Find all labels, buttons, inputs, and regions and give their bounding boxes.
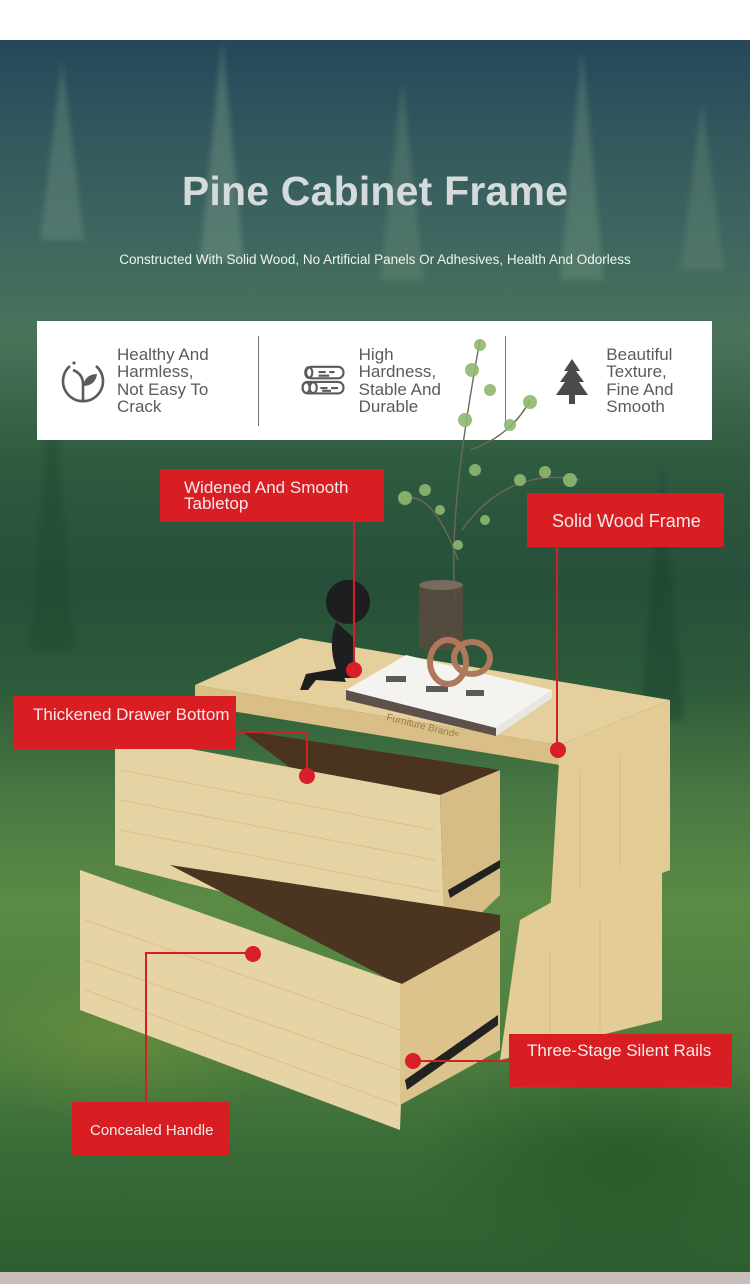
hotspot-drawer-bottom[interactable] (299, 768, 315, 784)
page-title: Pine Cabinet Frame (181, 168, 569, 214)
vase-decoration (419, 580, 463, 650)
feature-label: Healthy And Harmless, Not Easy To Crack (117, 344, 209, 416)
leader-line (306, 731, 308, 771)
callout-rails: Three-Stage Silent Rails (509, 1034, 732, 1087)
feature-bar: Healthy And Harmless, Not Easy To Crack … (37, 321, 712, 440)
hotspot-tabletop[interactable] (346, 662, 362, 678)
plant-decoration (398, 339, 581, 601)
books-decoration: Furniture Brands (346, 655, 552, 736)
sprout-icon (59, 355, 107, 407)
leader-line (145, 952, 147, 1102)
feature-hardness: High Hardness, Stable And Durable (259, 321, 506, 440)
top-margin (0, 0, 750, 40)
knot-sculpture (427, 637, 493, 687)
hotspot-rails[interactable] (405, 1053, 421, 1069)
leader-line (556, 547, 558, 747)
callout-handle: Concealed Handle (72, 1102, 230, 1155)
leader-line (145, 952, 251, 954)
hotspot-handle[interactable] (245, 946, 261, 962)
bottom-margin (0, 1272, 750, 1284)
callout-label: Widened And Smooth Tabletop (184, 478, 349, 513)
callout-frame: Solid Wood Frame (527, 493, 724, 547)
callout-label: Solid Wood Frame (552, 511, 701, 531)
feature-label: Beautiful Texture, Fine And Smooth (606, 344, 674, 416)
callout-label: Concealed Handle (90, 1122, 214, 1139)
feature-label: High Hardness, Stable And Durable (358, 344, 441, 416)
callout-drawer-bottom: Thickened Drawer Bottom (13, 696, 236, 749)
logs-icon (299, 355, 347, 407)
feature-divider (257, 335, 259, 426)
callout-label: Thickened Drawer Bottom (33, 705, 230, 724)
feature-texture: Beautiful Texture, Fine And Smooth (506, 321, 712, 440)
leader-line (353, 522, 355, 667)
pine-tree-icon (548, 355, 596, 407)
leader-line (236, 731, 308, 733)
callout-tabletop: Widened And Smooth Tabletop (160, 469, 384, 522)
leader-line (420, 1060, 510, 1062)
page-subtitle: Constructed With Solid Wood, No Artifici… (119, 252, 631, 267)
hotspot-frame[interactable] (550, 742, 566, 758)
callout-label: Three-Stage Silent Rails (527, 1041, 712, 1060)
feature-healthy: Healthy And Harmless, Not Easy To Crack (37, 321, 258, 440)
feature-divider (505, 335, 507, 426)
